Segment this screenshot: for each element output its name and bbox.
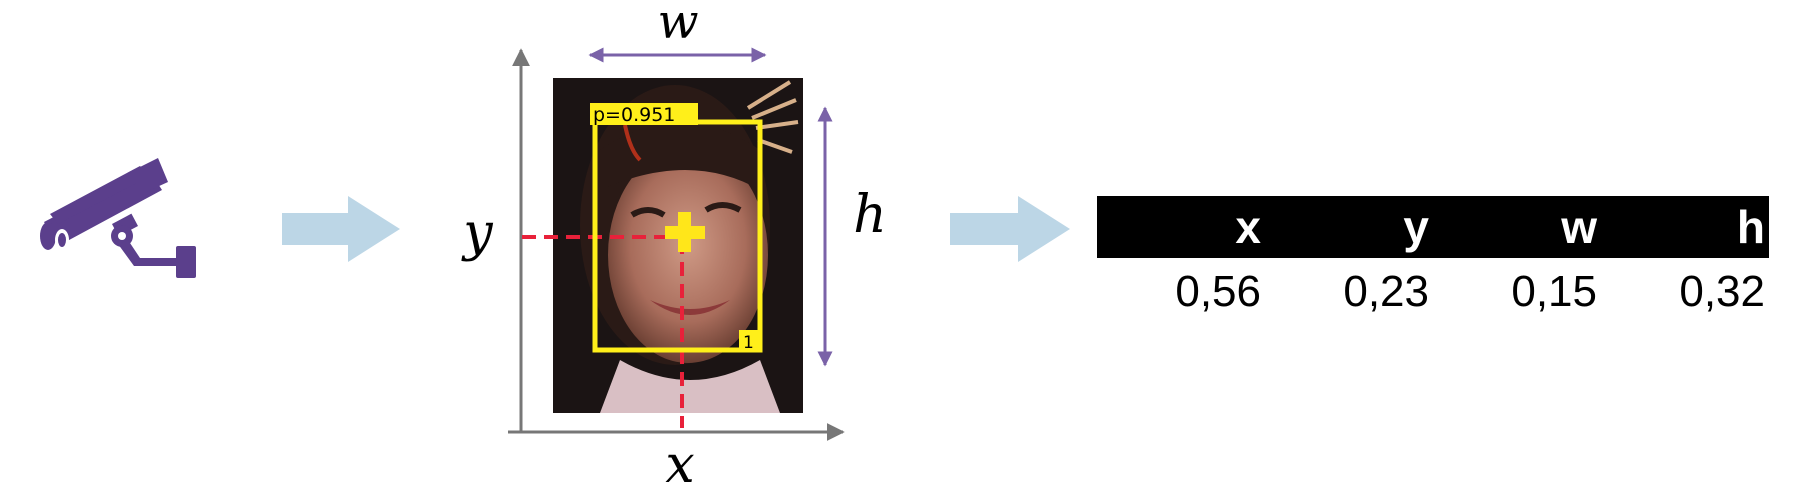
probability-label: p=0.951 (593, 104, 675, 126)
center-guides (522, 235, 684, 428)
height-label: h (853, 185, 887, 245)
probability-tag (590, 103, 698, 125)
column-header-x: x (1097, 196, 1265, 258)
id-label: 1 (743, 333, 754, 353)
value-h: 0,32 (1679, 267, 1765, 316)
table-row: 0,56 0,23 0,15 0,32 (1097, 258, 1769, 326)
value-y: 0,23 (1343, 267, 1429, 316)
table-header-row: x y w h (1097, 196, 1769, 258)
output-table: x y w h 0,56 0,23 0,15 0,32 (1097, 196, 1769, 326)
column-header-w: w (1433, 196, 1601, 258)
width-label: w (657, 0, 698, 50)
axes (508, 48, 845, 441)
security-camera-icon (40, 158, 196, 278)
value-w: 0,15 (1511, 267, 1597, 316)
x-label: x (665, 435, 694, 495)
y-label: y (461, 203, 493, 263)
value-x: 0,56 (1175, 267, 1261, 316)
column-header-h: h (1601, 196, 1769, 258)
center-cross-icon (665, 212, 705, 252)
process-arrow-2 (950, 196, 1070, 262)
process-arrow-1 (282, 196, 400, 262)
hair-pins-icon (746, 80, 799, 154)
column-header-y: y (1265, 196, 1433, 258)
id-tag (739, 330, 760, 352)
